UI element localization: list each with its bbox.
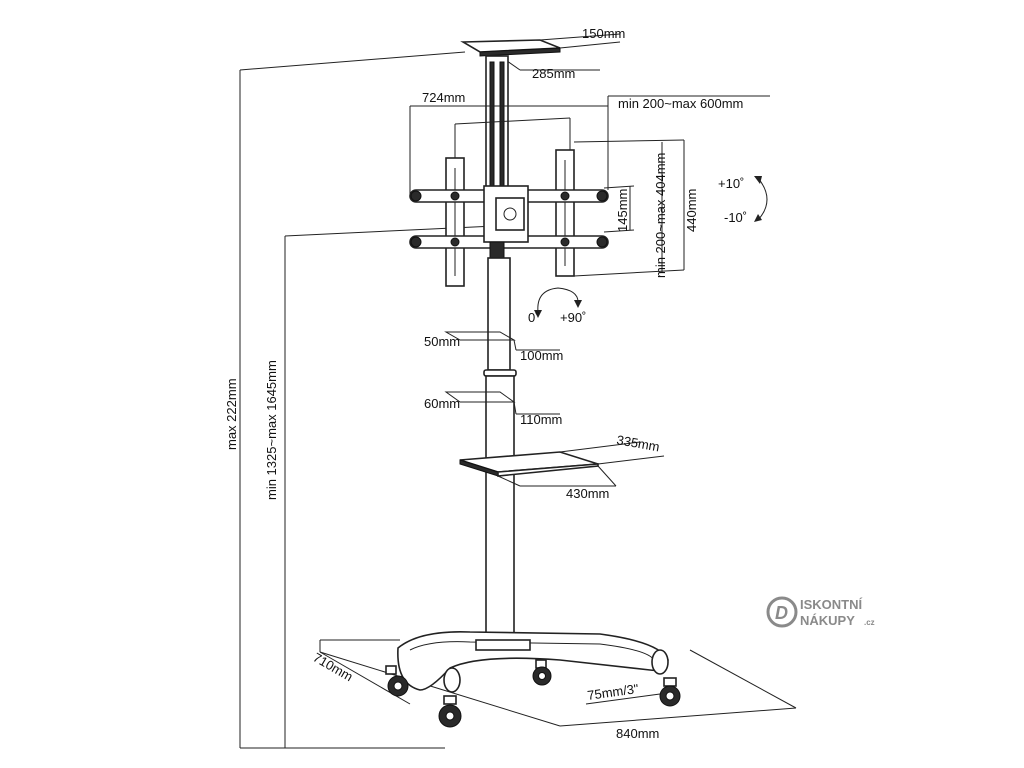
logo-letter: D	[775, 603, 788, 623]
tilt-down-label: -10˚	[724, 210, 747, 225]
logo-line1: ISKONTNÍ	[800, 597, 863, 612]
caster-front-right	[438, 695, 462, 728]
upper-pole-width-label: 100mm	[520, 348, 563, 363]
caster-wheels	[385, 659, 681, 728]
base-depth-label: 710mm	[311, 650, 356, 685]
caster-front-left	[385, 665, 409, 697]
tilt-up-label: +10˚	[718, 176, 744, 191]
rotate-indicator: 0˚ +90˚	[528, 287, 586, 325]
total-height-label: max 222mm	[224, 378, 239, 450]
rotate-end-label: +90˚	[560, 310, 586, 325]
base-width-label: 840mm	[616, 726, 659, 741]
bracket-spacing-label: 145mm	[615, 189, 630, 232]
arm-guides: 724mm min 200~max 600mm	[409, 90, 770, 198]
top-plate-width-label: 150mm	[582, 26, 625, 41]
vertical-guides: 145mm min 200~max 404mm 440mm	[573, 139, 699, 278]
vesa-horizontal-label: min 200~max 600mm	[618, 96, 743, 111]
base-frame	[397, 631, 669, 693]
vesa-bracket	[409, 149, 609, 287]
pole-section-lower: 60mm 110mm	[424, 391, 562, 427]
upper-column	[485, 55, 509, 197]
brand-logo: D ISKONTNÍ NÁKUPY .cz	[766, 596, 875, 628]
logo-suffix: .cz	[864, 618, 875, 627]
bracket-height-label: 440mm	[684, 189, 699, 232]
lower-pole-depth-label: 60mm	[424, 396, 460, 411]
top-plate-depth-label: 285mm	[532, 66, 575, 81]
main-pole	[483, 257, 517, 643]
vesa-vertical-label: min 200~max 404mm	[653, 153, 668, 278]
rotate-start-label: 0˚	[528, 310, 540, 325]
pole-section-upper: 50mm 100mm	[424, 331, 563, 363]
caster-back-right	[659, 677, 681, 707]
caster-back-left	[532, 659, 552, 686]
lower-pole-width-label: 110mm	[520, 412, 562, 427]
top-plate: 150mm 285mm	[460, 26, 625, 81]
height-guides: max 222mm min 1325~max 1645mm	[224, 51, 496, 749]
shelf-depth-label: 335mm	[615, 432, 660, 454]
shelf-width-label: 430mm	[566, 486, 609, 501]
arm-width-label: 724mm	[422, 90, 465, 105]
logo-line2: NÁKUPY	[800, 613, 855, 628]
tilt-indicator: +10˚ -10˚	[718, 176, 768, 225]
upper-pole-depth-label: 50mm	[424, 334, 460, 349]
height-range-label: min 1325~max 1645mm	[264, 360, 279, 500]
shelf: 335mm 430mm	[459, 432, 665, 501]
wheel-size-label: 75mm/3"	[586, 681, 640, 703]
